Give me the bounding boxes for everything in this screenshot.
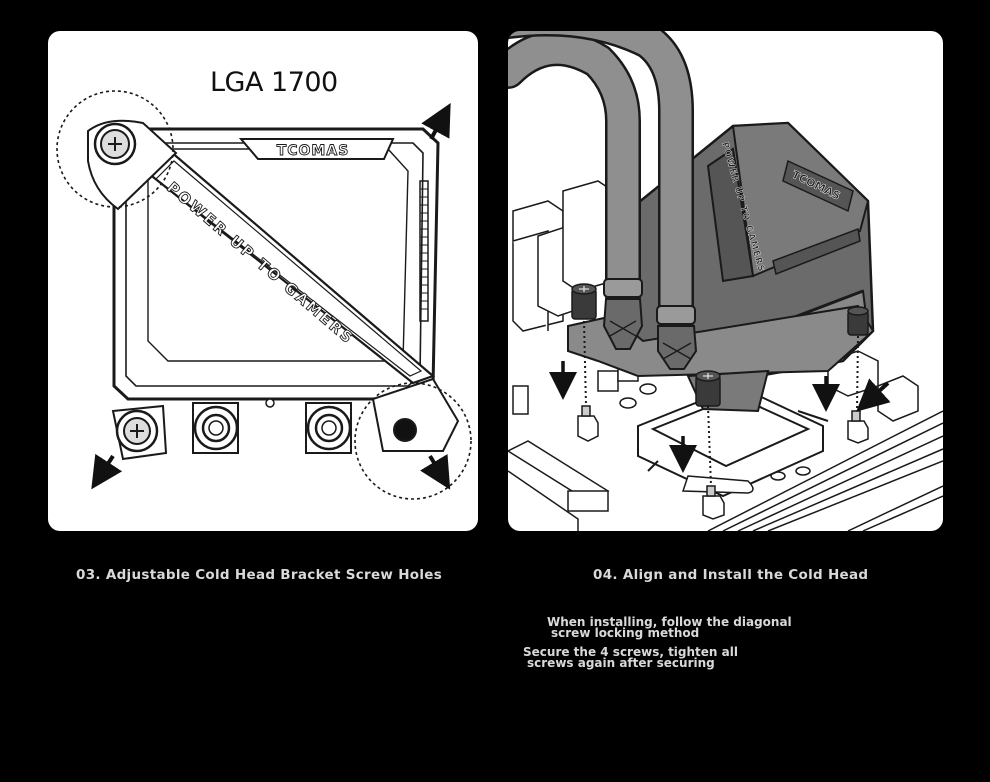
brand-logo-text: TCOMAS	[277, 143, 350, 159]
arrow-down-left-icon	[856, 378, 891, 412]
cold-head-install-illustration: TCOMAS POWER UP TO GAMERS	[508, 31, 943, 531]
install-note-tighten: Secure the 4 screws, tighten all screws …	[523, 645, 738, 670]
arrow-down-right-icon	[420, 454, 451, 490]
note-line: Secure the 4 screws, tighten all	[523, 645, 738, 659]
bracket-screw-front-left	[571, 283, 597, 320]
cold-head-top-view-illustration: TCOMAS POWER UP TO GAMERS	[56, 90, 472, 500]
tube-fitting-right	[305, 402, 352, 454]
installation-illustration-panel: TCOMAS POWER UP TO GAMERS	[508, 31, 943, 531]
bracket-screw-back-right	[847, 306, 869, 336]
step-4-caption: 04. Align and Install the Cold Head	[593, 567, 869, 583]
arrow-up-right-icon	[421, 102, 451, 140]
install-note-diagonal: When installing, follow the diagonal scr…	[547, 615, 792, 640]
step-3-caption: 03. Adjustable Cold Head Bracket Screw H…	[76, 567, 443, 583]
arrow-down-left-icon	[91, 453, 123, 490]
bracket-screw-front-right	[695, 370, 721, 407]
socket-label: LGA 1700	[210, 67, 338, 98]
bracket-illustration-panel: TCOMAS POWER UP TO GAMERS	[48, 31, 478, 531]
note-line: screws again after securing	[527, 656, 715, 670]
tube-fitting-left	[192, 402, 239, 454]
note-line: When installing, follow the diagonal	[547, 615, 792, 629]
note-line: screw locking method	[551, 626, 700, 640]
